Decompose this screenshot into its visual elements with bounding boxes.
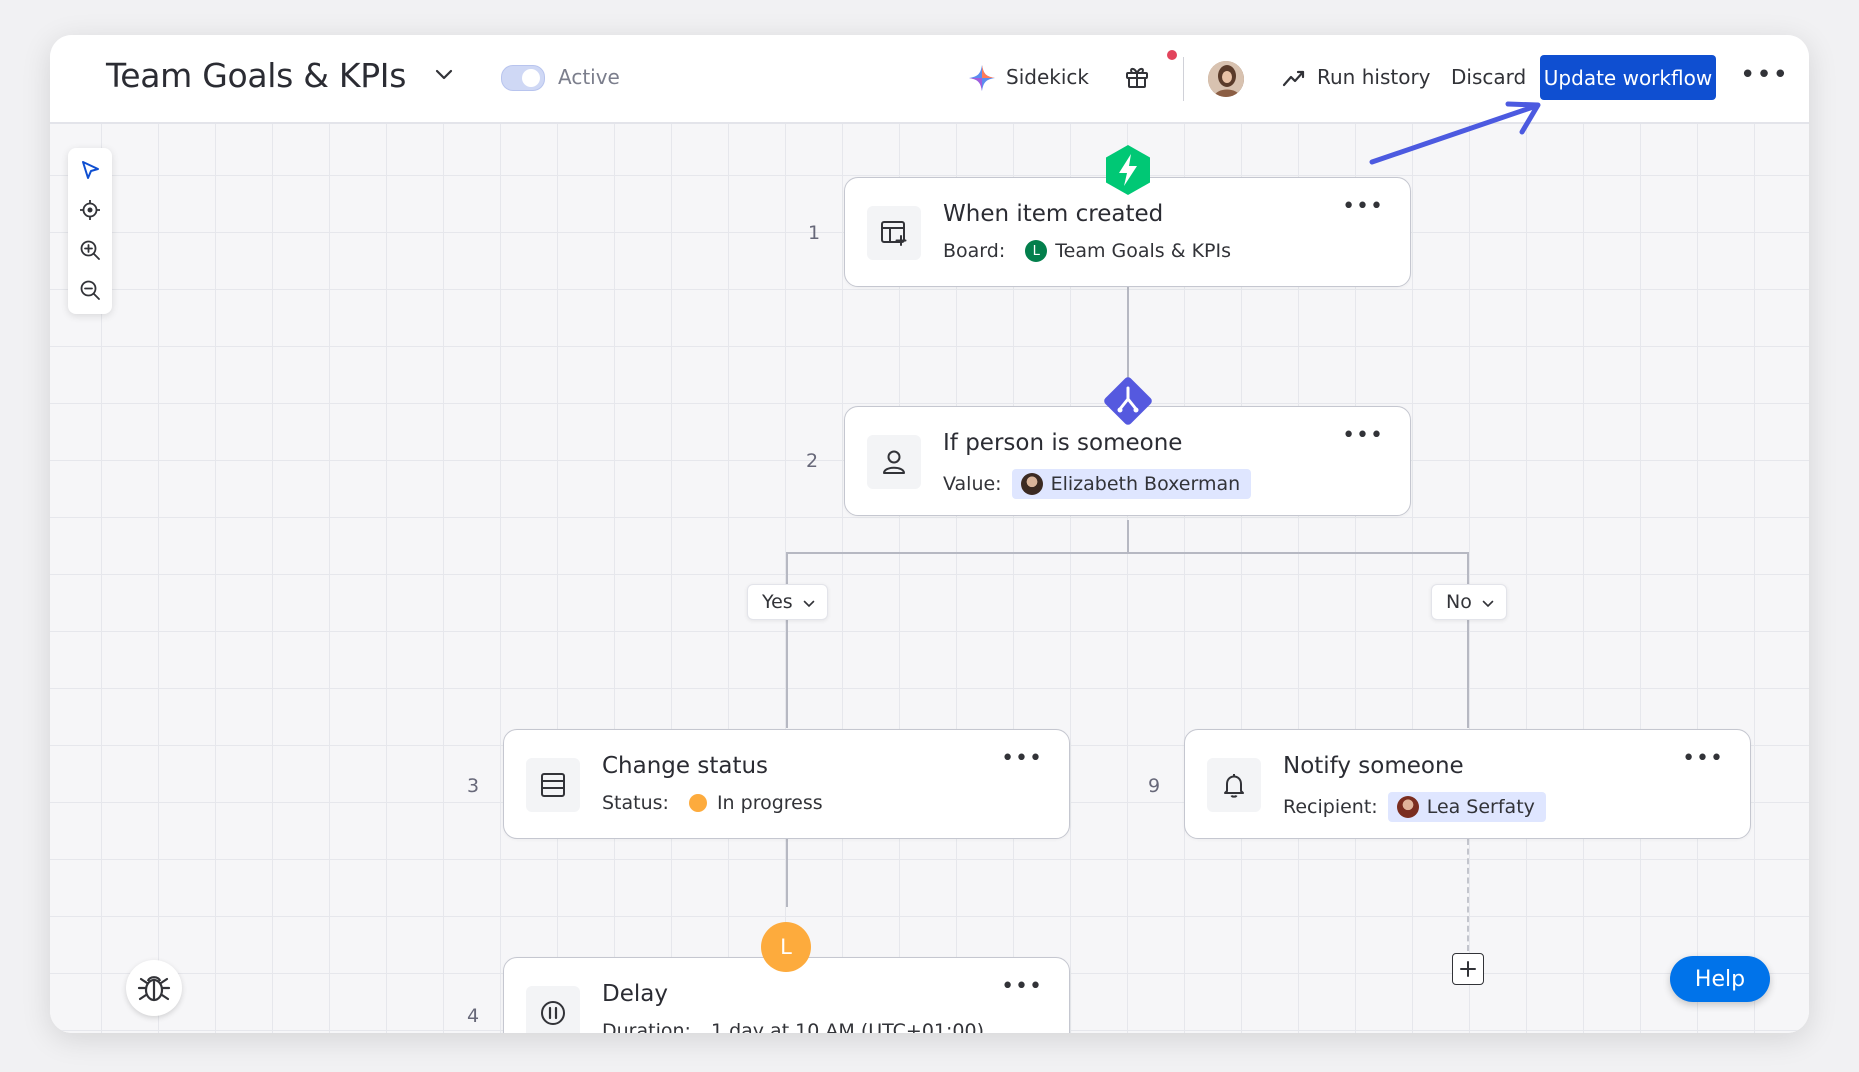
node-sub-label: Duration: <box>602 1020 691 1033</box>
node-subtitle: Board: L Team Goals & KPIs <box>943 240 1231 262</box>
person-chip[interactable]: Elizabeth Boxerman <box>1011 469 1252 499</box>
zoom-out-icon[interactable] <box>78 278 102 302</box>
action-node-notify-someone[interactable]: Notify someone Recipient: Lea Serfaty ••… <box>1184 729 1751 839</box>
node-index: 9 <box>1148 775 1161 797</box>
node-subtitle: Value: Elizabeth Boxerman <box>943 469 1252 499</box>
header-divider <box>1183 57 1184 101</box>
active-toggle-label: Active <box>558 65 620 89</box>
add-step-button[interactable] <box>1452 953 1484 985</box>
update-workflow-button[interactable]: Update workflow <box>1540 55 1716 100</box>
run-history-button[interactable]: Run history <box>1317 65 1431 89</box>
node-more-button[interactable]: ••• <box>1342 423 1384 448</box>
node-more-button[interactable]: ••• <box>1342 194 1384 219</box>
bell-icon <box>1207 758 1261 812</box>
node-title: If person is someone <box>943 430 1183 456</box>
person-chip[interactable]: Lea Serfaty <box>1387 792 1546 822</box>
node-index: 3 <box>467 775 480 797</box>
sidekick-button[interactable]: Sidekick <box>1006 65 1089 89</box>
workflow-canvas[interactable]: 1 When item created Board: L Team Goals … <box>50 124 1809 1033</box>
active-toggle[interactable] <box>501 65 545 91</box>
debug-button[interactable] <box>126 960 182 1016</box>
node-more-button[interactable]: ••• <box>1682 746 1724 771</box>
person-icon <box>867 435 921 489</box>
action-node-change-status[interactable]: Change status Status: In progress ••• <box>503 729 1070 839</box>
node-title: Delay <box>602 981 668 1007</box>
node-subtitle: Recipient: Lea Serfaty <box>1283 792 1546 822</box>
node-index: 2 <box>806 450 819 472</box>
trend-line-icon[interactable] <box>1282 68 1306 92</box>
page-title: Team Goals & KPIs <box>106 56 407 95</box>
connector-2-split <box>1127 520 1129 554</box>
plus-icon <box>1460 961 1476 977</box>
node-subtitle: Status: In progress <box>602 792 823 814</box>
chevron-down-icon <box>1482 591 1494 613</box>
node-sub-label: Value: <box>943 473 1002 495</box>
branch-no-label: No <box>1446 591 1472 613</box>
node-title: Notify someone <box>1283 753 1464 779</box>
person-name: Elizabeth Boxerman <box>1050 473 1241 495</box>
select-cursor-icon[interactable] <box>78 158 102 182</box>
node-more-button[interactable]: ••• <box>1001 974 1043 999</box>
status-column-icon <box>526 758 580 812</box>
header-bar: Team Goals & KPIs Active Sidekick <box>50 35 1809 124</box>
connector-1-2 <box>1127 287 1129 398</box>
bug-icon <box>137 976 171 1002</box>
branch-yes-label: Yes <box>762 591 793 613</box>
lightning-icon <box>1103 144 1153 200</box>
node-title: Change status <box>602 753 769 779</box>
more-options-button[interactable]: ••• <box>1740 60 1790 90</box>
gift-icon[interactable] <box>1124 64 1150 94</box>
connector-no-branch <box>1467 552 1469 728</box>
connector-3-4 <box>786 839 788 907</box>
node-more-button[interactable]: ••• <box>1001 746 1043 771</box>
canvas-toolbar <box>68 148 112 314</box>
node-sub-label: Board: <box>943 240 1006 262</box>
node-sub-label: Status: <box>602 792 669 814</box>
person-name: Lea Serfaty <box>1426 796 1535 818</box>
sparkle-icon[interactable] <box>968 64 996 96</box>
branch-yes-dropdown[interactable]: Yes <box>747 584 828 620</box>
branch-split-icon <box>1100 373 1156 433</box>
trigger-node-when-item-created[interactable]: When item created Board: L Team Goals & … <box>844 177 1411 287</box>
help-button[interactable]: Help <box>1670 956 1770 1002</box>
delay-clock-icon: L <box>761 922 811 972</box>
avatar <box>1396 796 1419 818</box>
board-badge: L <box>1025 240 1048 262</box>
discard-button[interactable]: Discard <box>1451 65 1527 89</box>
node-index: 4 <box>467 1005 480 1027</box>
board-add-icon <box>867 206 921 260</box>
connector-branch-horizontal <box>786 552 1469 554</box>
connector-9-add <box>1467 839 1469 951</box>
node-index: 1 <box>808 222 821 244</box>
status-value[interactable]: In progress <box>716 792 823 814</box>
annotation-arrow-icon <box>1360 96 1550 180</box>
chevron-down-icon <box>803 591 815 613</box>
status-color-dot <box>688 794 707 812</box>
node-sub-label: Recipient: <box>1283 796 1378 818</box>
pause-icon <box>526 986 580 1033</box>
node-subtitle: Duration: 1 day at 10 AM (UTC+01:00) <box>602 1020 984 1033</box>
user-avatar[interactable] <box>1208 61 1244 97</box>
delay-duration[interactable]: 1 day at 10 AM (UTC+01:00) <box>710 1020 984 1033</box>
branch-no-dropdown[interactable]: No <box>1431 584 1507 620</box>
connector-yes-branch <box>786 552 788 728</box>
board-name[interactable]: Team Goals & KPIs <box>1055 240 1231 262</box>
recenter-icon[interactable] <box>78 198 102 222</box>
notification-dot <box>1167 50 1177 60</box>
workflow-window: Team Goals & KPIs Active Sidekick <box>50 35 1809 1033</box>
node-title: When item created <box>943 201 1164 227</box>
zoom-in-icon[interactable] <box>78 238 102 262</box>
title-chevron-down-icon[interactable] <box>435 67 453 86</box>
avatar <box>1020 473 1043 495</box>
